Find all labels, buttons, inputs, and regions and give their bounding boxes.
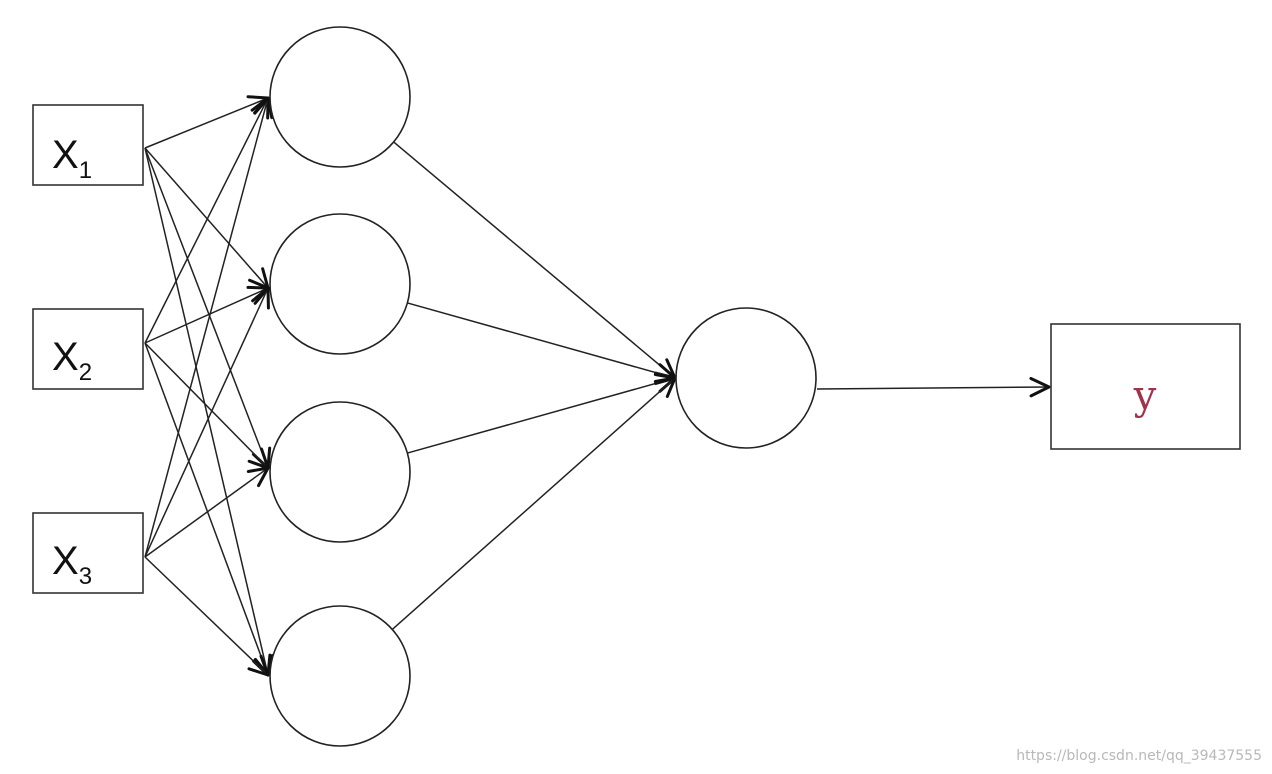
hidden-node-3 [269,401,411,543]
edge-x2-h2 [144,287,269,344]
edge-x3-h2 [144,287,269,558]
edge-x1-h3 [144,147,269,469]
input-box-x3: X3 [32,512,144,594]
edge-h4-out [391,377,676,631]
edge-out-y [816,386,1050,390]
arrowhead-h4-out [654,376,677,398]
arrowhead-x3-h1 [253,96,274,120]
edge-x1-h4 [144,147,269,676]
input-box-x1: X1 [32,104,144,186]
edge-x2-h3 [144,342,269,469]
edge-h1-out [393,141,676,379]
watermark-text: https://blog.csdn.net/qq_39437555 [1016,748,1262,764]
output-node [675,307,817,449]
edge-x3-h1 [144,97,269,558]
output-box-y: y [1050,323,1241,450]
input-label-x3: X3 [52,539,92,590]
hidden-node-4 [269,605,411,747]
edges-layer [144,95,1051,677]
edge-x1-h2 [144,147,269,289]
edge-x3-h4 [144,556,269,676]
edge-x2-h1 [144,97,269,344]
edge-x1-h1 [144,97,269,149]
arrowhead-x3-h3 [246,466,270,488]
arrowhead-x3-h2 [251,286,270,310]
edge-x2-h4 [144,342,269,676]
output-label-y: y [1133,373,1157,419]
arrowhead-x3-h4 [247,654,270,677]
edge-h2-out [407,302,676,379]
input-label-x2: X2 [52,335,92,386]
input-box-x2: X2 [32,308,144,390]
arrowhead-out-y [1029,376,1051,398]
nodes-layer [269,26,817,747]
edge-x3-h3 [144,467,269,558]
hidden-node-1 [269,26,411,168]
hidden-node-2 [269,213,411,355]
input-label-x1: X1 [52,133,92,184]
edge-h3-out [407,377,676,454]
